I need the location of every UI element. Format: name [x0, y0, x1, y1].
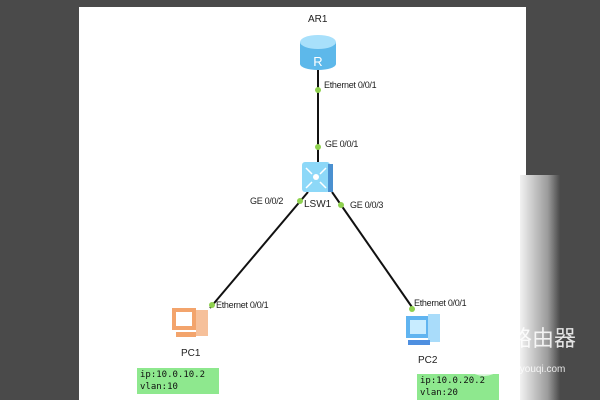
router-glyph: R — [313, 54, 322, 69]
pc2-icon[interactable] — [406, 314, 440, 345]
port-label-pc2: Ethernet 0/0/1 — [414, 298, 467, 308]
pc2-info-box: ip:10.0.20.2 vlan:20 — [417, 374, 499, 400]
link-lsw1-pc2[interactable] — [331, 191, 415, 311]
port-label-ar1: Ethernet 0/0/1 — [324, 80, 377, 90]
port-dot — [315, 87, 321, 93]
watermark-site: luyouqi.com — [512, 364, 566, 375]
pc1-info-box: ip:10.0.10.2 vlan:10 — [137, 368, 219, 394]
port-dot — [209, 302, 215, 308]
port-dot — [409, 306, 415, 312]
pc1-icon[interactable] — [172, 308, 208, 337]
pc1-vlan: vlan:10 — [140, 382, 178, 392]
pc1-name: PC1 — [181, 348, 201, 359]
router-name: AR1 — [308, 14, 328, 25]
link-lsw1-pc1[interactable] — [209, 191, 309, 309]
port-dot — [297, 198, 303, 204]
port-label-ge1: GE 0/0/1 — [325, 139, 359, 149]
port-label-pc1: Ethernet 0/0/1 — [216, 300, 269, 310]
port-dot — [315, 144, 321, 150]
port-label-ge3: GE 0/0/3 — [350, 200, 384, 210]
pc2-vlan: vlan:20 — [420, 388, 458, 398]
pc1-ip: ip:10.0.10.2 — [140, 370, 206, 380]
router-icon[interactable]: R — [300, 35, 336, 70]
topology-canvas — [79, 7, 526, 400]
pc2-name: PC2 — [418, 355, 438, 366]
pc2-ip: ip:10.0.20.2 — [420, 376, 486, 386]
watermark-logo-icon — [462, 332, 506, 376]
switch-icon[interactable] — [302, 162, 333, 192]
watermark-text: 路由器 — [510, 327, 577, 352]
side-panel — [520, 175, 560, 400]
port-dot — [338, 202, 344, 208]
switch-name: LSW1 — [304, 199, 332, 210]
port-label-ge2: GE 0/0/2 — [250, 196, 284, 206]
